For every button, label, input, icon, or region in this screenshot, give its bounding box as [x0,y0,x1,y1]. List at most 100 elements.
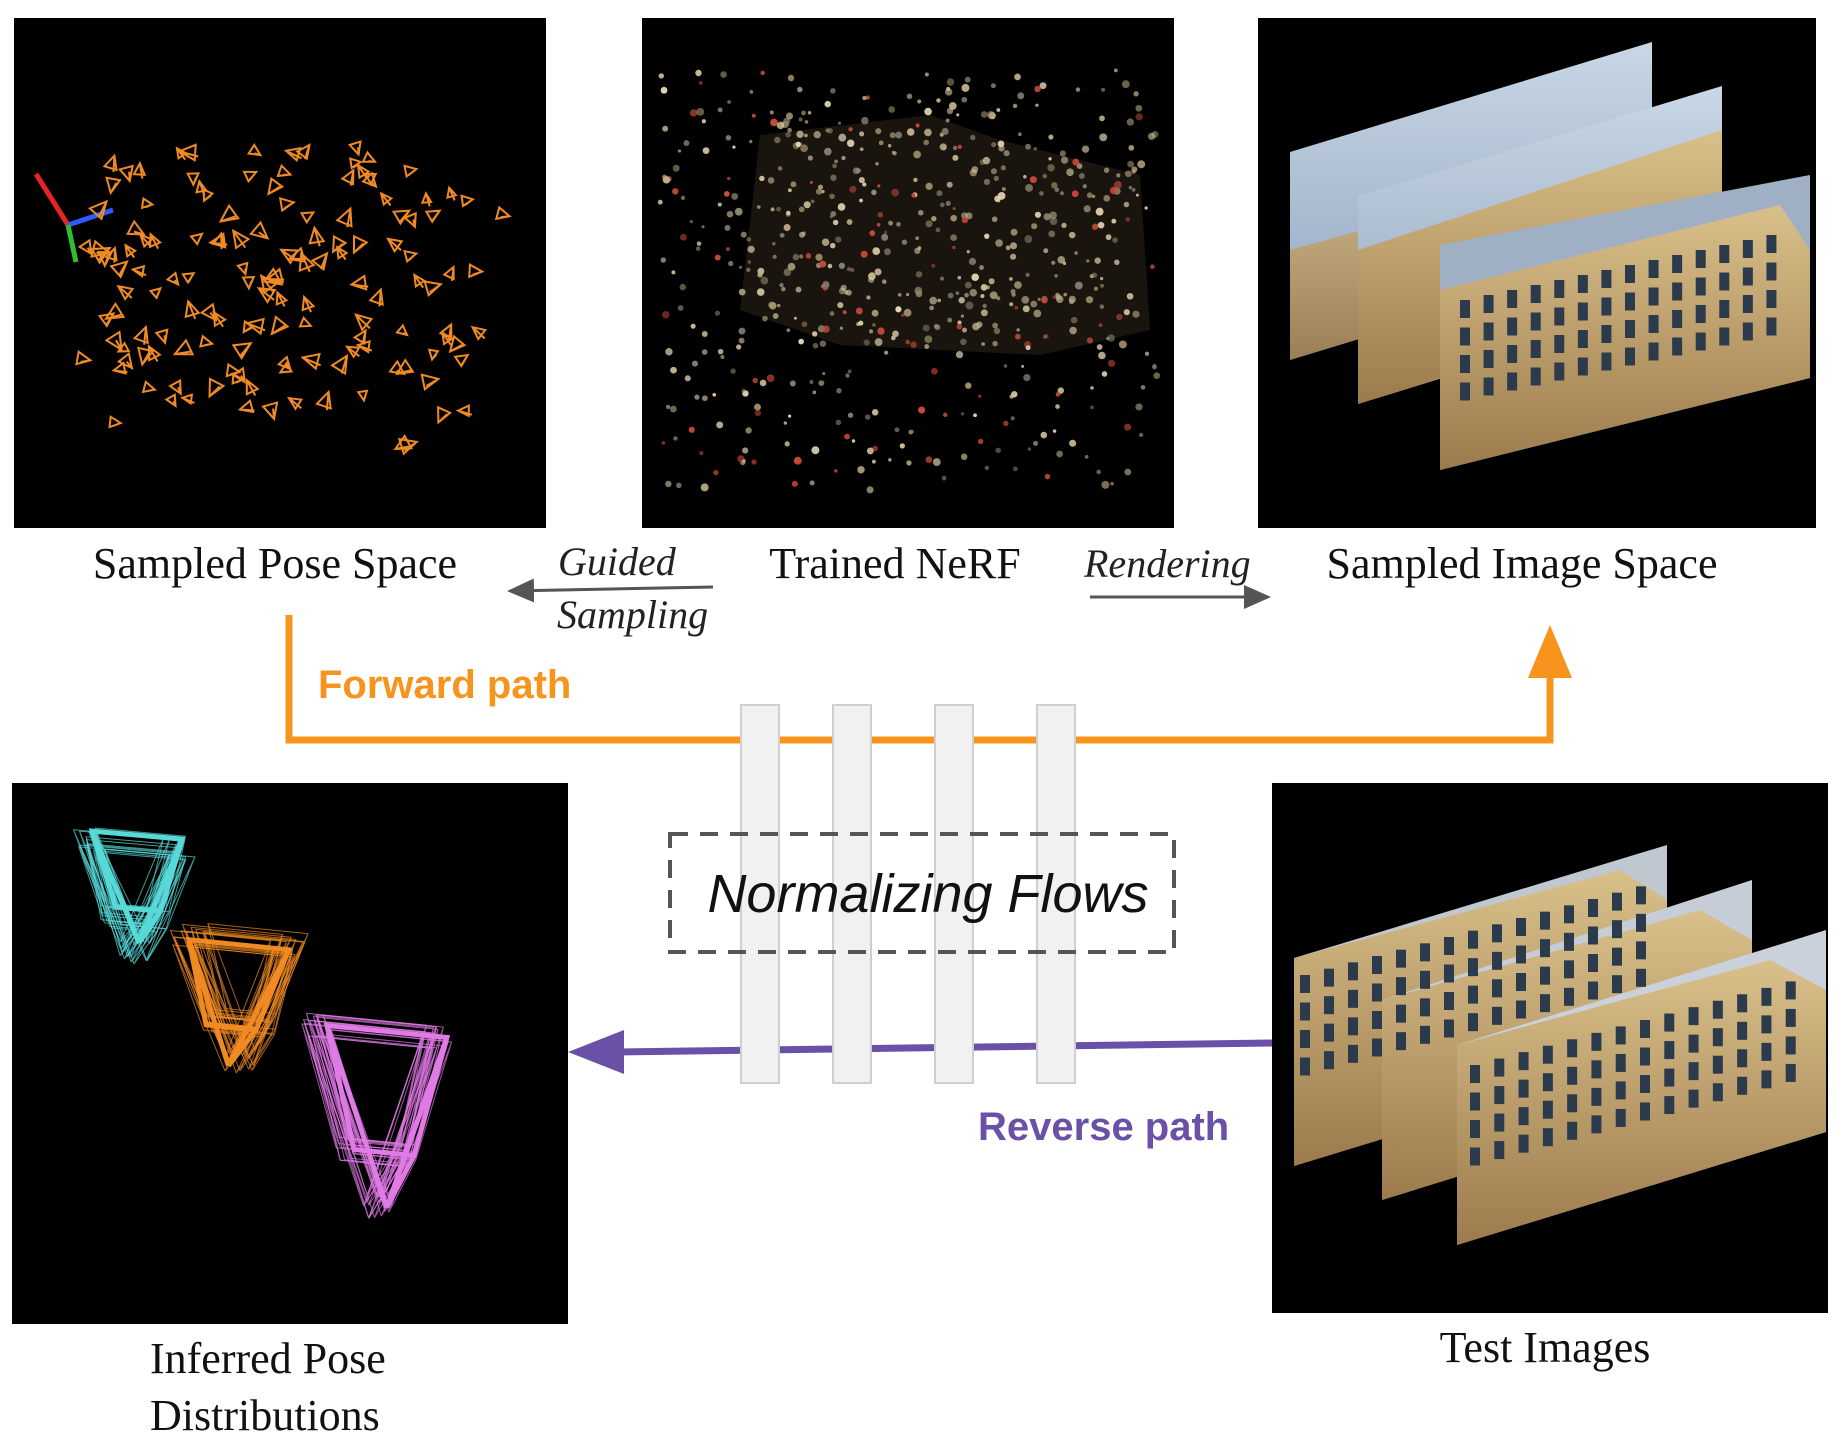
nerf-point [925,182,933,190]
camera-frustum [175,146,188,161]
building-window [1554,335,1565,353]
nerf-point [1110,482,1114,486]
nerf-point [906,293,910,297]
building-window [1688,1089,1699,1108]
camera-frustum [231,342,253,360]
nerf-point [1097,221,1105,229]
nerf-point [1116,173,1121,178]
building-window [1516,1000,1526,1019]
building-window [1636,941,1646,960]
building-window [1601,352,1612,371]
building-window [1761,987,1772,1006]
nerf-point [1091,194,1096,199]
pose-frustum [202,930,304,1058]
pose-frustum [194,943,296,1071]
nerf-point [795,141,801,148]
nerf-point [810,199,815,204]
nerf-point [741,388,746,393]
camera-frustum [231,372,245,385]
trained-nerf-label: Trained NeRF [769,539,1020,588]
building-window [1766,317,1777,336]
camera-frustum [199,302,218,322]
nerf-point [1152,363,1157,368]
building-window [1564,932,1574,951]
nerf-point [670,366,677,374]
nerf-point [948,102,957,110]
nerf-point [1096,344,1103,350]
nerf-point [783,421,788,425]
nerf-point [1118,340,1127,349]
nerf-point [1029,176,1037,184]
nerf-point [1017,92,1025,100]
nerf-point [868,329,874,334]
nerf-point [952,245,956,250]
nerf-point [759,379,767,387]
building-window [1494,1141,1505,1160]
nerf-point [962,327,967,333]
nerf-point [872,247,881,256]
nerf-point-cloud [657,68,1161,494]
pose-frustum [322,1014,444,1198]
building-window [1664,1013,1675,1032]
nerf-point [866,447,874,455]
nerf-point [662,310,670,319]
nerf-point [869,230,876,237]
nerf-point [1071,190,1079,198]
nerf-point [760,70,765,76]
camera-frustum [267,176,285,196]
nerf-point [731,192,739,200]
camera-frustum [105,176,122,196]
camera-frustum [352,234,369,255]
nerf-point [1099,115,1105,122]
nerf-point [832,163,837,169]
nerf-point [830,211,837,217]
nerf-point [925,456,933,464]
nerf-point [956,113,960,117]
nerf-point [1043,248,1049,254]
nerf-point [1051,182,1058,189]
nerf-point [749,139,753,144]
nerf-point [1057,256,1066,264]
nerf-point [789,380,796,387]
building-window [1567,1066,1578,1085]
building-window [1554,307,1565,326]
camera-frustum [165,271,180,287]
building-window [1542,1045,1553,1064]
nerf-point [677,149,682,153]
nerf-point [929,296,938,305]
nerf-point [983,178,991,185]
building-window [1492,1006,1502,1025]
nerf-point [1012,466,1018,472]
camera-frustum [208,232,228,249]
nerf-point [759,175,765,182]
nerf-point [829,311,835,316]
building-window [1577,275,1588,293]
building-window [1530,312,1541,331]
nerf-point [1025,272,1030,277]
pose-frustum [327,1028,449,1212]
nerf-point [823,147,832,156]
nerf-point [922,324,930,332]
nerf-point [1150,264,1155,270]
camera-frustum [453,353,470,368]
nerf-point [1081,145,1090,153]
nerf-point [888,220,893,226]
camera-frustum [446,185,458,201]
nerf-point [864,414,871,420]
building-window [1591,1087,1602,1106]
nerf-point [924,335,933,344]
nerf-point [1090,386,1094,390]
nerf-point [822,371,826,376]
nerf-point [825,128,830,133]
nerf-point [1059,150,1066,157]
nerf-point [1033,440,1038,446]
nerf-point [769,110,774,115]
nerf-point [847,412,854,418]
camera-frustum [470,325,488,341]
camera-frustum [413,272,427,289]
nerf-point [754,409,762,417]
nerf-point [924,344,930,349]
nerf-point [1098,323,1103,328]
building-window [1444,937,1454,955]
nerf-point [720,71,727,78]
